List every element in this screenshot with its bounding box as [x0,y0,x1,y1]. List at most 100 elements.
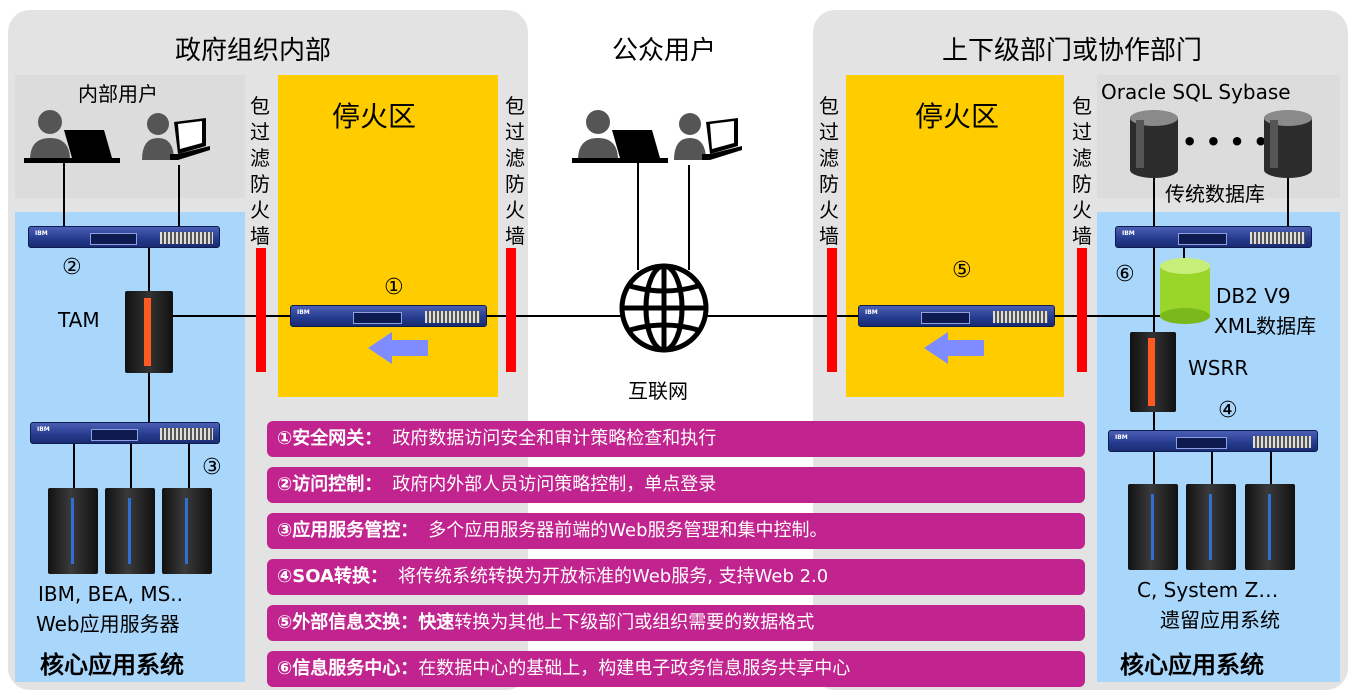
arrow-left-icon [368,332,428,364]
db-dots: • • • • [1182,128,1269,156]
legend-head: ④SOA转换： [277,566,388,587]
firewall-bar-2 [506,248,516,372]
public-user2-line [688,165,690,270]
firewall-bar-3 [827,248,837,372]
firewall-label-3: 包过滤防火墙 [819,94,839,248]
db2-database-icon [1160,258,1210,324]
num-5: ⑤ [952,258,972,283]
legend-row-1: ①安全网关： 政府数据访问安全和审计策略检查和执行 [267,421,1085,457]
legacy-server [1186,484,1236,570]
legend-row-4: ④SOA转换： 将传统系统转换为开放标准的Web服务, 支持Web 2.0 [267,559,1085,595]
arrow-left-icon [924,332,984,364]
firewall-bar-4 [1077,248,1087,372]
web-app-server [105,488,155,574]
legend-text: 政府数据访问安全和审计策略检查和执行 [392,428,717,449]
right-region-title: 上下级部门或协作部门 [942,36,1203,66]
soa-gateway-appliance: IBM [1108,430,1318,452]
center-region-title: 公众用户 [612,36,717,66]
dmz-right-title: 停火区 [915,100,1000,133]
ibm-logo: IBM [37,426,50,433]
right-wsrr-soa-line [1153,410,1155,430]
user-laptop-icon [572,110,668,163]
servers-label-2: Web应用服务器 [36,612,180,636]
firewall-label-2: 包过滤防火墙 [505,94,525,248]
legend-head: ①安全网关： [277,428,383,449]
ibm-logo: IBM [1122,230,1135,237]
info-center-appliance: IBM [1115,226,1312,248]
num-1: ① [384,275,404,300]
app-gateway-appliance: IBM [30,422,220,444]
internet-label: 互联网 [628,379,688,403]
legend-text: 转换为其他上下级部门或组织需要的数据格式 [454,612,815,633]
firewall-bar-1 [256,248,266,372]
left-region-title: 政府组织内部 [175,36,332,66]
legend-row-2: ②访问控制： 政府内外部人员访问策略控制，单点登录 [267,467,1085,503]
legend-head: ③应用服务管控： [277,520,419,541]
database-icon [1130,110,1178,178]
user-laptop-icon [142,113,210,160]
legacy-db-label: 传统数据库 [1165,182,1265,206]
internal-users-zone [15,75,245,198]
num-4: ④ [1218,398,1238,423]
legend-head: ⑥信息服务中心： [277,658,419,679]
right-db2-line [1287,176,1289,228]
legend-head: ⑤外部信息交换：快速 [277,612,455,633]
legend-row-5: ⑤外部信息交换：快速转换为其他上下级部门或组织需要的数据格式 [267,605,1085,641]
internal-users-label: 内部用户 [78,82,158,106]
ibm-logo: IBM [35,230,48,237]
right-db1-line [1153,176,1155,228]
num-3: ③ [202,455,222,480]
tam-label: TAM [58,308,100,332]
wsrr-server [1130,332,1176,412]
legend-head: ②访问控制： [277,474,383,495]
legend-text: 政府内外部人员访问策略控制，单点登录 [392,474,717,495]
left-srv3-line [188,440,190,490]
web-app-server [48,488,98,574]
db2-label-2: XML数据库 [1214,314,1317,338]
wsrr-label: WSRR [1188,356,1249,380]
right-gw-wsrr-line [1153,244,1155,332]
db2-label-1: DB2 V9 [1216,284,1291,308]
ibm-logo: IBM [297,309,310,316]
right-srv3-line [1270,446,1272,486]
access-gateway-appliance: IBM [28,226,220,248]
exchange-gateway-appliance: IBM [858,305,1055,327]
globe-icon [619,263,709,353]
num-2: ② [62,255,82,280]
dmz-left-title: 停火区 [332,100,417,133]
legend-text: 在数据中心的基础上，构建电子政务信息服务共享中心 [418,658,851,679]
right-srv2-line [1211,446,1213,486]
legend-text: 将传统系统转换为开放标准的Web服务, 支持Web 2.0 [397,566,829,587]
left-srv2-line [130,440,132,490]
right-core-label: 核心应用系统 [1120,651,1264,679]
user-laptop-icon [24,110,120,163]
left-tam-appgw-line [148,372,150,422]
firewall-label-1: 包过滤防火墙 [250,94,270,248]
tam-server [125,291,173,373]
legacy-server [1245,484,1295,570]
left-srv1-line [73,440,75,490]
web-app-server [162,488,212,574]
legacy-server [1128,484,1178,570]
security-gateway-appliance: IBM [290,305,487,327]
db-types-label: Oracle SQL Sybase [1101,80,1291,104]
database-icon [1264,110,1312,178]
public-user1-line [637,160,639,270]
left-user1-line [63,160,65,226]
legacy-label-2: 遗留应用系统 [1160,608,1280,632]
legend-text: 多个应用服务器前端的Web服务管理和集中控制。 [428,520,828,541]
servers-label-1: IBM, BEA, MS.. [38,582,184,606]
right-srv1-line [1153,446,1155,486]
ibm-logo: IBM [865,309,878,316]
left-gw-tam-line [148,244,150,292]
legend-row-3: ③应用服务管控： 多个应用服务器前端的Web服务管理和集中控制。 [267,513,1085,549]
num-6: ⑥ [1115,262,1135,287]
left-user2-line [178,165,180,226]
right-gw-db2-line [1183,244,1185,266]
left-core-label: 核心应用系统 [40,651,184,679]
ibm-logo: IBM [1115,434,1128,441]
legacy-label-1: C, System Z… [1137,578,1279,602]
user-laptop-icon [674,113,742,160]
legend-row-6: ⑥信息服务中心：在数据中心的基础上，构建电子政务信息服务共享中心 [267,651,1085,687]
firewall-label-4: 包过滤防火墙 [1072,94,1092,248]
